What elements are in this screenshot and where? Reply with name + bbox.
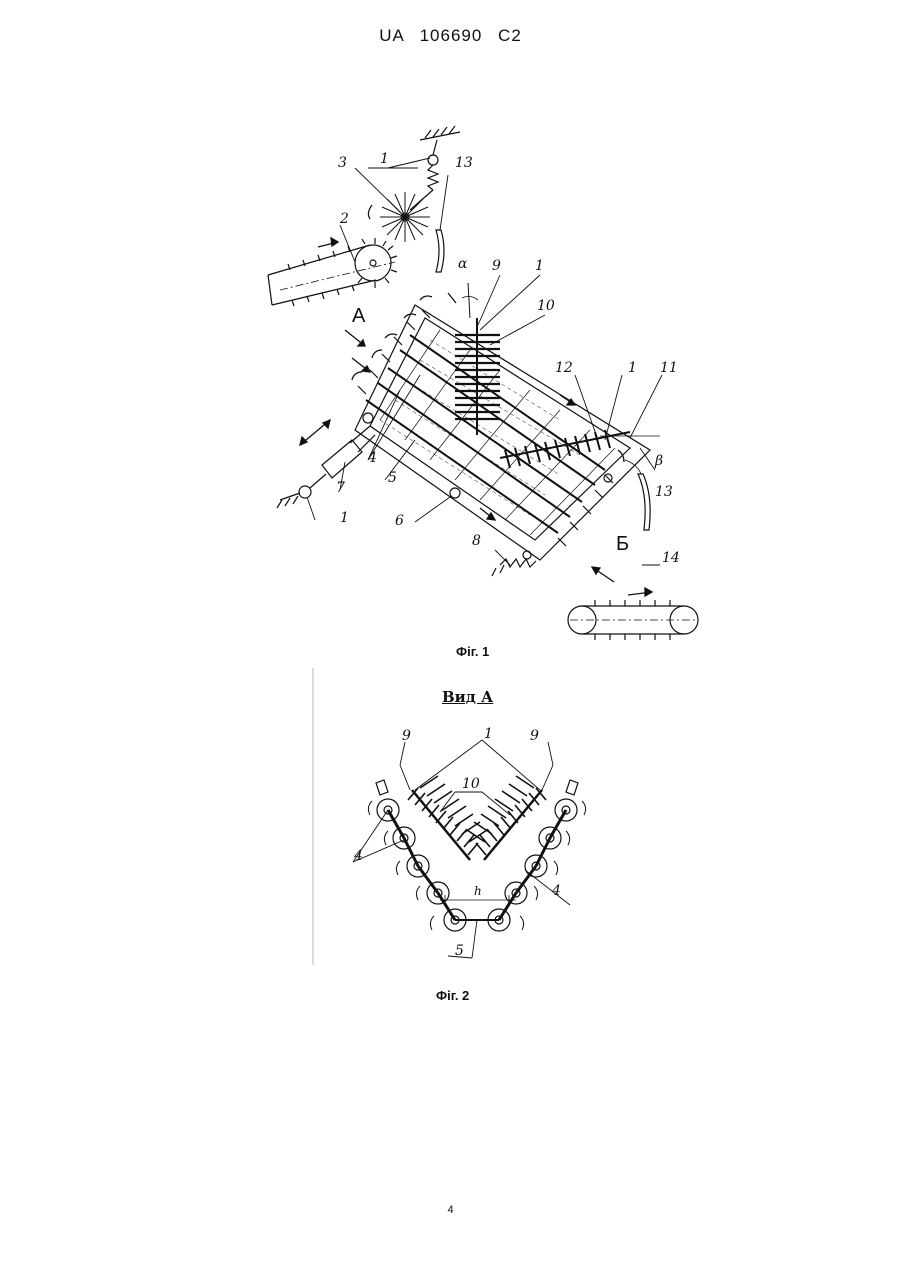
fig2-part-10: 10 [462,776,480,792]
fig2-part-1: 1 [484,726,493,742]
fig2-part-4-left: 4 [353,848,363,864]
page-number: 4 [0,1204,901,1216]
fig2-part-5: 5 [455,943,464,959]
fig2-part-4-right: 4 [551,883,561,899]
fig2-part-9-left: 9 [402,728,411,744]
fig2-dimension-h: h [474,884,482,898]
fig2-part-9-right: 9 [530,728,539,744]
figure-2-caption: Фіг. 2 [436,988,469,1003]
